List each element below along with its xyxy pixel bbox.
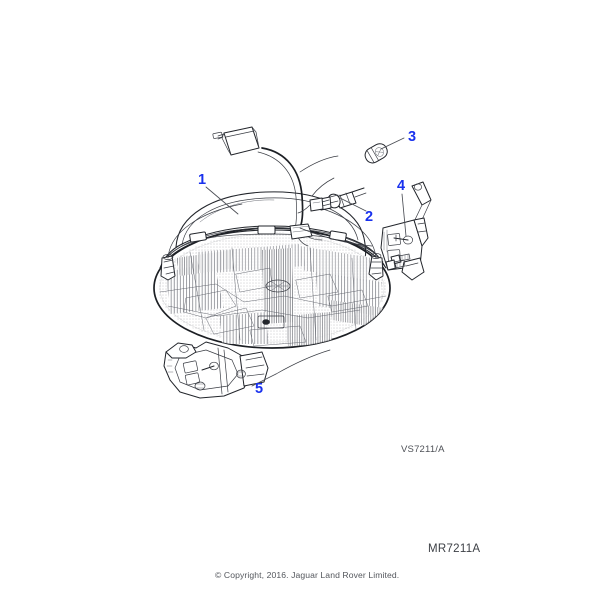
leader-5-curve bbox=[275, 349, 331, 375]
callout-1: 1 bbox=[198, 172, 206, 188]
callout-3: 3 bbox=[408, 129, 416, 145]
headlamp-lug-left bbox=[160, 254, 176, 281]
harness-connector-block bbox=[212, 126, 260, 156]
callout-4: 4 bbox=[397, 178, 405, 194]
callout-leader-lines bbox=[205, 137, 407, 387]
callout-2: 2 bbox=[365, 209, 373, 225]
copyright-notice: © Copyright, 2016. Jaguar Land Rover Lim… bbox=[215, 570, 399, 580]
leader-5 bbox=[251, 373, 277, 387]
rim-tab-left bbox=[189, 231, 207, 243]
headlamp-lug-right bbox=[368, 253, 384, 281]
headlamp-lens-fluting bbox=[158, 232, 387, 347]
part-headlamp-unit bbox=[153, 126, 391, 349]
part-bulb bbox=[364, 143, 388, 164]
rim-tab-right bbox=[329, 230, 347, 242]
callout-numbers: 1 2 3 4 5 bbox=[198, 129, 416, 397]
lower-bracket-nut bbox=[236, 369, 246, 379]
part-mounting-bracket-lower bbox=[163, 341, 269, 399]
rim-tab-center bbox=[257, 225, 276, 235]
part-mounting-bracket-right bbox=[380, 181, 432, 281]
lower-bracket-bolt bbox=[194, 381, 206, 391]
part-bulb-holder-connector bbox=[297, 187, 367, 214]
drawing-number: MR7211A bbox=[428, 543, 480, 555]
headlamp-bezel-rim bbox=[159, 225, 387, 269]
bracket-bolt-lower bbox=[385, 259, 406, 271]
leader-3 bbox=[380, 137, 405, 150]
lens-center-aperture bbox=[265, 279, 291, 293]
callout-5: 5 bbox=[255, 381, 263, 397]
leader-2 bbox=[339, 197, 367, 212]
headlamp-adjuster-wire bbox=[299, 155, 373, 247]
lens-lower-lamp-block bbox=[257, 315, 285, 329]
lamp-seam-right bbox=[319, 207, 377, 259]
leader-4 bbox=[401, 193, 407, 237]
leader-1 bbox=[205, 186, 239, 215]
headlamp-wiring-harness bbox=[257, 147, 323, 247]
figure-code: VS7211/A bbox=[401, 444, 445, 455]
